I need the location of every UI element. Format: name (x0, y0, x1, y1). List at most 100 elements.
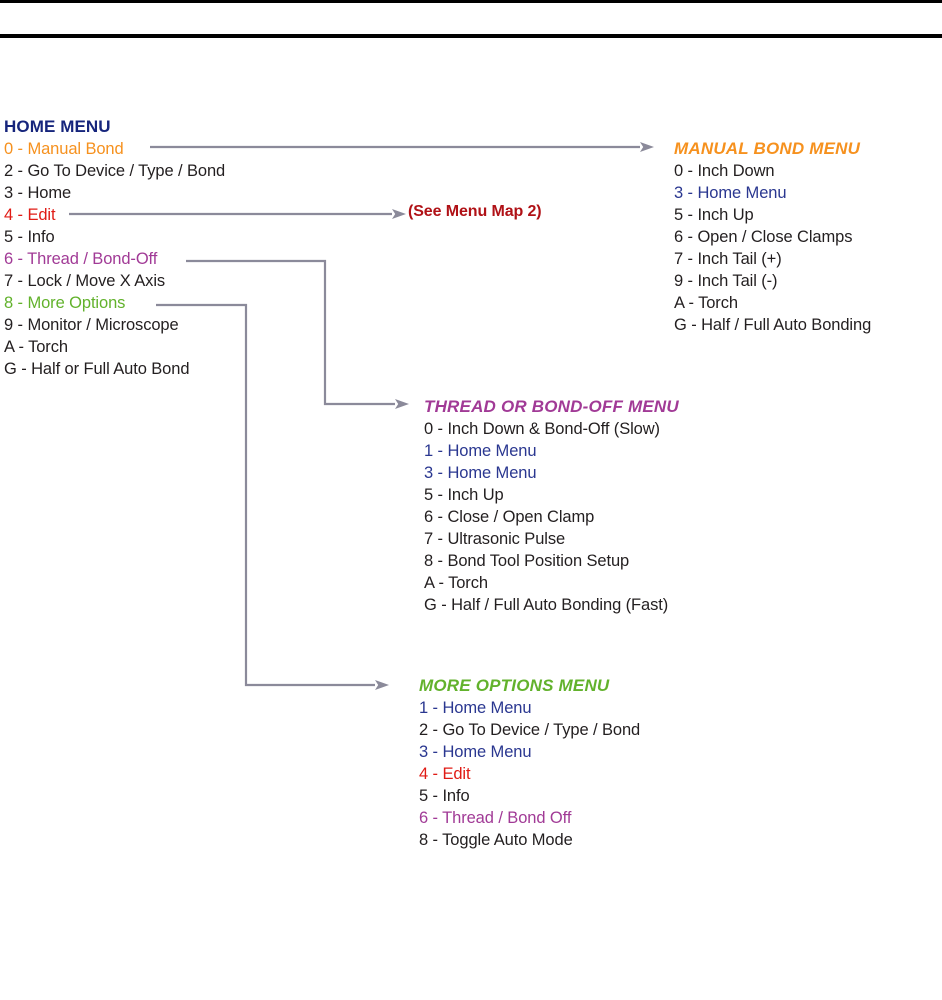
manual-bond-menu-item-3[interactable]: 6 - Open / Close Clamps (660, 226, 871, 248)
more-options-menu-title: MORE OPTIONS MENU (419, 676, 610, 695)
home-menu-item-4-separator: - (13, 228, 28, 246)
home-menu-item-3-key: 4 (4, 206, 14, 224)
thread-menu-item-8[interactable]: G - Half / Full Auto Bonding (Fast) (410, 594, 679, 616)
home-menu-item-0-separator: - (13, 140, 28, 158)
home-menu-item-6-separator: - (13, 272, 28, 290)
thread-menu-item-4-key: 6 (424, 508, 434, 526)
more-options-menu-item-5-label: Thread / Bond Off (442, 809, 572, 827)
thread-menu-item-0-label: Inch Down & Bond-Off (Slow) (447, 420, 660, 438)
manual-bond-menu-item-4[interactable]: 7 - Inch Tail (+) (660, 248, 871, 270)
manual-bond-menu-item-6[interactable]: A - Torch (660, 292, 871, 314)
more-options-menu-item-1-separator: - (428, 721, 443, 739)
more-options-menu-item-4[interactable]: 5 - Info (405, 785, 640, 807)
home-menu-item-4[interactable]: 5 - Info (4, 226, 225, 248)
manual-bond-menu-item-6-label: Torch (698, 294, 738, 312)
thread-menu-item-8-key: G (424, 596, 437, 614)
more-options-menu-item-5[interactable]: 6 - Thread / Bond Off (405, 807, 640, 829)
home-menu-item-10[interactable]: G - Half or Full Auto Bond (4, 358, 225, 380)
more-options-menu-item-6-label: Toggle Auto Mode (442, 831, 573, 849)
home-menu-item-8-separator: - (13, 316, 28, 334)
manual-bond-menu-item-0[interactable]: 0 - Inch Down (660, 160, 871, 182)
home-menu-item-5[interactable]: 6 - Thread / Bond-Off (4, 248, 225, 270)
more-options-menu-item-0[interactable]: 1 - Home Menu (405, 697, 640, 719)
home-menu-item-0-label: Manual Bond (27, 140, 124, 158)
home-menu-item-8[interactable]: 9 - Monitor / Microscope (4, 314, 225, 336)
more-options-menu-item-0-key: 1 (419, 699, 429, 717)
thread-menu-item-7[interactable]: A - Torch (410, 572, 679, 594)
manual-bond-menu-item-7-separator: - (686, 316, 702, 334)
thread-menu-item-2[interactable]: 3 - Home Menu (410, 462, 679, 484)
home-menu-item-8-label: Monitor / Microscope (27, 316, 179, 334)
more-options-menu-item-2[interactable]: 3 - Home Menu (405, 741, 640, 763)
more-options-menu-item-2-key: 3 (419, 743, 429, 761)
manual-bond-menu-item-5-separator: - (683, 272, 698, 290)
more-options-menu-item-3-key: 4 (419, 765, 429, 783)
manual-bond-menu-item-1[interactable]: 3 - Home Menu (660, 182, 871, 204)
home-menu-item-10-separator: - (16, 360, 32, 378)
home-menu-item-3-label: Edit (27, 206, 56, 224)
home-menu-item-7[interactable]: 8 - More Options (4, 292, 225, 314)
thread-menu-title: THREAD OR BOND-OFF MENU (424, 397, 679, 416)
header-rule-top (0, 0, 942, 3)
thread-menu-item-0-separator: - (433, 420, 448, 438)
home-menu-item-1-key: 2 (4, 162, 14, 180)
thread-menu-item-1[interactable]: 1 - Home Menu (410, 440, 679, 462)
manual-bond-menu-item-5-label: Inch Tail (-) (697, 272, 778, 290)
more-options-menu-item-6[interactable]: 8 - Toggle Auto Mode (405, 829, 640, 851)
thread-menu-item-3[interactable]: 5 - Inch Up (410, 484, 679, 506)
thread-menu-item-7-label: Torch (448, 574, 488, 592)
home-menu-item-6[interactable]: 7 - Lock / Move X Axis (4, 270, 225, 292)
thread-menu-item-0[interactable]: 0 - Inch Down & Bond-Off (Slow) (410, 418, 679, 440)
thread-menu-item-3-label: Inch Up (447, 486, 504, 504)
home-menu-item-5-separator: - (13, 250, 28, 268)
manual-bond-menu-item-4-label: Inch Tail (+) (697, 250, 782, 268)
home-menu-item-0[interactable]: 0 - Manual Bond (4, 138, 225, 160)
home-menu-item-7-separator: - (13, 294, 28, 312)
thread-menu-item-6[interactable]: 8 - Bond Tool Position Setup (410, 550, 679, 572)
more-options-menu-item-0-separator: - (428, 699, 443, 717)
manual-bond-menu-item-0-key: 0 (674, 162, 684, 180)
home-menu-item-6-key: 7 (4, 272, 14, 290)
home-menu-item-3[interactable]: 4 - Edit (4, 204, 225, 226)
manual-bond-menu-item-3-key: 6 (674, 228, 684, 246)
more-options-menu-item-2-label: Home Menu (442, 743, 532, 761)
manual-bond-menu-item-7-label: Half / Full Auto Bonding (701, 316, 872, 334)
home-menu-item-2-key: 3 (4, 184, 14, 202)
thread-menu-item-5-key: 7 (424, 530, 434, 548)
more-options-menu-item-3-separator: - (428, 765, 443, 783)
manual-bond-menu-item-2[interactable]: 5 - Inch Up (660, 204, 871, 226)
manual-bond-menu-item-0-separator: - (683, 162, 698, 180)
manual-bond-menu-item-1-label: Home Menu (697, 184, 787, 202)
home-menu-item-4-key: 5 (4, 228, 14, 246)
home-menu-item-8-key: 9 (4, 316, 14, 334)
manual-bond-menu-item-7-key: G (674, 316, 687, 334)
home-menu-item-3-separator: - (13, 206, 28, 224)
home-menu-item-2[interactable]: 3 - Home (4, 182, 225, 204)
thread-menu-item-3-separator: - (433, 486, 448, 504)
more-options-menu-item-3[interactable]: 4 - Edit (405, 763, 640, 785)
thread-menu-item-4-separator: - (433, 508, 448, 526)
more-options-menu-item-2-separator: - (428, 743, 443, 761)
more-options-menu-item-5-key: 6 (419, 809, 429, 827)
thread-menu-item-1-label: Home Menu (447, 442, 537, 460)
more-options-menu-item-1[interactable]: 2 - Go To Device / Type / Bond (405, 719, 640, 741)
home-menu-item-7-key: 8 (4, 294, 14, 312)
manual-bond-menu-item-0-label: Inch Down (697, 162, 775, 180)
more-options-menu-item-1-label: Go To Device / Type / Bond (442, 721, 641, 739)
manual-bond-menu-item-7[interactable]: G - Half / Full Auto Bonding (660, 314, 871, 336)
home-menu-item-1[interactable]: 2 - Go To Device / Type / Bond (4, 160, 225, 182)
thread-menu-item-5[interactable]: 7 - Ultrasonic Pulse (410, 528, 679, 550)
thread-menu-item-8-label: Half / Full Auto Bonding (Fast) (451, 596, 669, 614)
thread-menu-item-4[interactable]: 6 - Close / Open Clamp (410, 506, 679, 528)
manual-bond-menu-item-4-separator: - (683, 250, 698, 268)
manual-bond-menu-item-4-key: 7 (674, 250, 684, 268)
manual-bond-menu-item-5[interactable]: 9 - Inch Tail (-) (660, 270, 871, 292)
home-menu-item-9[interactable]: A - Torch (4, 336, 225, 358)
manual-bond-menu-item-2-separator: - (683, 206, 698, 224)
